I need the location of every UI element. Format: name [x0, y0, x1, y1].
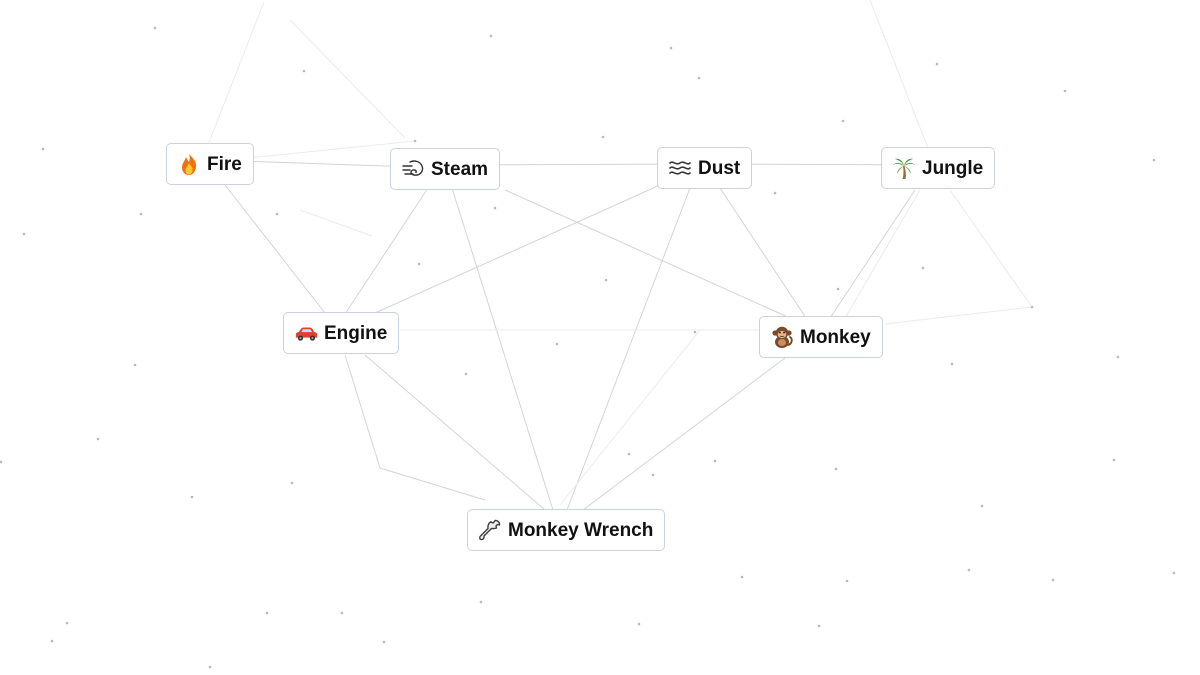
element-label: Dust — [698, 157, 741, 179]
background-dot — [96, 437, 100, 441]
connector-line — [379, 467, 486, 501]
connector-line — [829, 189, 916, 319]
background-dot — [627, 452, 631, 456]
element-label: Engine — [324, 322, 388, 344]
car-icon — [294, 321, 318, 345]
connector-line — [224, 184, 326, 314]
element-dust[interactable]: Dust — [657, 147, 753, 189]
connector-line — [247, 140, 416, 159]
background-dot — [836, 287, 840, 291]
connector-line — [844, 189, 921, 319]
background-dot — [1116, 355, 1120, 359]
background-dot — [153, 26, 157, 30]
background-dot — [637, 622, 641, 626]
connector-line — [344, 187, 429, 315]
background-dot — [697, 76, 701, 80]
monkey-icon — [770, 325, 794, 349]
background-dot — [601, 135, 605, 139]
background-dot — [479, 600, 483, 604]
palm-tree-icon — [892, 156, 916, 180]
connector-line — [289, 19, 406, 139]
dust-icon — [668, 156, 692, 180]
connector-line — [374, 184, 661, 314]
steam-icon — [401, 157, 425, 181]
background-dot — [265, 611, 269, 615]
connector-line — [344, 354, 381, 469]
background-dot — [133, 363, 137, 367]
element-steam[interactable]: Steam — [390, 148, 501, 190]
background-dot — [921, 266, 925, 270]
wrench-icon — [478, 518, 502, 542]
connector-line — [559, 329, 701, 506]
background-dot — [1152, 158, 1156, 162]
element-label: Monkey — [800, 326, 871, 348]
background-dot — [41, 147, 45, 151]
element-engine[interactable]: Engine — [283, 312, 400, 354]
background-dot — [0, 460, 3, 464]
background-dot — [139, 212, 143, 216]
connector-line — [504, 189, 791, 319]
element-label: Jungle — [922, 157, 984, 179]
background-dot — [340, 611, 344, 615]
background-dot — [1030, 305, 1034, 309]
connector-line — [364, 354, 546, 511]
connector-line — [566, 187, 691, 511]
connector-line — [949, 189, 1033, 308]
element-label: Fire — [207, 153, 242, 175]
background-dot — [773, 191, 777, 195]
background-dot — [950, 362, 954, 366]
background-dot — [713, 459, 717, 463]
background-dot — [740, 575, 744, 579]
element-fire[interactable]: Fire — [166, 143, 254, 185]
background-dot — [1051, 578, 1055, 582]
background-dot — [290, 481, 294, 485]
connector-line — [582, 357, 786, 511]
connector-line — [299, 209, 373, 237]
background-dot — [302, 69, 306, 73]
background-dot — [555, 342, 559, 346]
connector-line — [884, 306, 1033, 325]
background-dot — [50, 639, 54, 643]
background-dot — [651, 473, 655, 477]
background-dot — [1172, 571, 1176, 575]
background-dot — [980, 504, 984, 508]
connector-line — [451, 187, 554, 511]
background-dot — [1063, 89, 1067, 93]
background-dot — [841, 119, 845, 123]
background-dot — [493, 206, 497, 210]
connector-line — [719, 187, 807, 319]
background-dot — [190, 495, 194, 499]
background-dot — [693, 330, 697, 334]
element-label: Steam — [431, 158, 489, 180]
background-dot — [65, 621, 69, 625]
connector-line — [207, 1, 265, 146]
background-dot — [22, 232, 26, 236]
element-label: Monkey Wrench — [508, 519, 654, 541]
background-dot — [382, 640, 386, 644]
fire-icon — [177, 152, 201, 176]
background-dot — [967, 568, 971, 572]
background-dot — [489, 34, 493, 38]
element-monkey-wrench[interactable]: Monkey Wrench — [467, 509, 666, 551]
element-jungle[interactable]: Jungle — [881, 147, 996, 189]
background-dot — [604, 278, 608, 282]
background-dot — [935, 62, 939, 66]
background-dot — [275, 212, 279, 216]
background-dot — [413, 139, 417, 143]
background-dot — [464, 372, 468, 376]
element-monkey[interactable]: Monkey — [759, 316, 883, 358]
background-dot — [834, 467, 838, 471]
background-dot — [817, 624, 821, 628]
background-dot — [417, 262, 421, 266]
background-dot — [845, 579, 849, 583]
background-dot — [669, 46, 673, 50]
background-dot — [1112, 458, 1116, 462]
background-dot — [208, 665, 212, 669]
connector-line — [869, 0, 929, 149]
